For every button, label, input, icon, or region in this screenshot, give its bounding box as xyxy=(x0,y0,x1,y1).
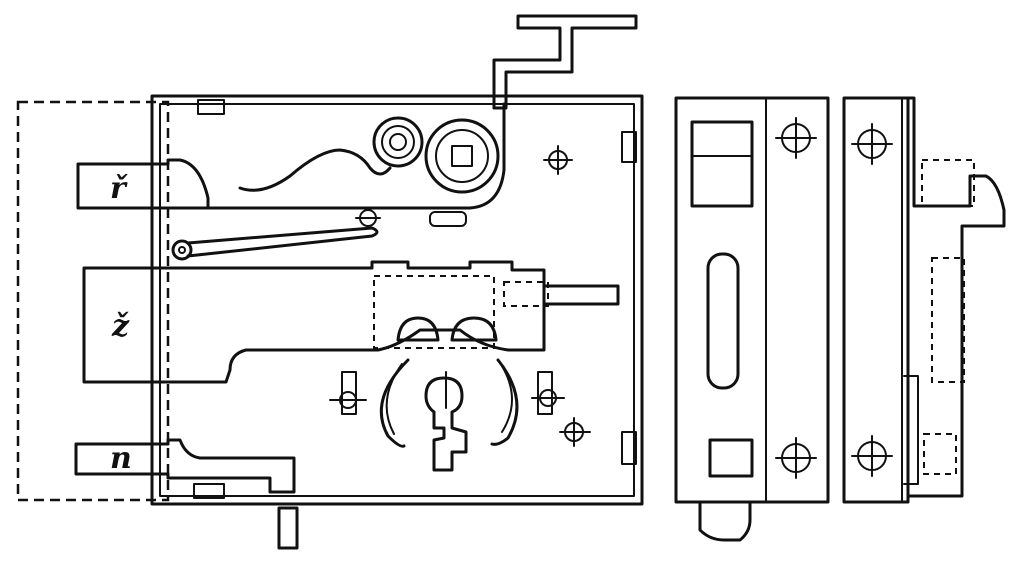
lock-plate-inner xyxy=(159,103,635,497)
upper-latch-bolt xyxy=(76,158,210,210)
lower-bolt xyxy=(74,438,296,494)
pin-right xyxy=(531,371,565,415)
keyhole xyxy=(424,376,468,472)
bolt-slot-dashed xyxy=(373,275,495,349)
edge-bolt-slot xyxy=(706,252,740,390)
dashed-outer-casing xyxy=(16,100,170,502)
label-upper-bolt: ř xyxy=(110,171,128,206)
edge-window-upper xyxy=(690,120,754,208)
edge-view xyxy=(674,96,830,542)
edge-plate xyxy=(674,96,830,504)
lock-plate-outer xyxy=(150,94,644,506)
label-lower-bolt: n xyxy=(110,441,132,476)
lever-pivot xyxy=(171,239,193,261)
pin-upper-right xyxy=(543,145,573,175)
tumbler-right xyxy=(450,316,498,342)
strike-box-dashed-top xyxy=(921,159,975,207)
lever-arm xyxy=(186,226,379,258)
lever-pivot-dot xyxy=(178,246,186,254)
main-lock-view xyxy=(16,14,644,550)
spring-coil-outer xyxy=(372,116,424,168)
right-clip-top xyxy=(621,131,637,163)
pin-left xyxy=(329,371,367,415)
label-middle-bolt: ž xyxy=(111,309,130,344)
ward-arc-right xyxy=(490,358,519,446)
dead-bolt xyxy=(82,260,546,384)
top-lug xyxy=(197,99,225,115)
right-clip-bottom xyxy=(621,431,637,465)
follower-hub-inner xyxy=(435,129,489,183)
strike-plate xyxy=(842,96,910,504)
pin-lever-guide xyxy=(355,209,381,227)
edge-foot xyxy=(698,500,752,542)
edge-screw-top xyxy=(775,117,817,159)
edge-screw-bottom xyxy=(775,437,817,479)
bolt-tail xyxy=(542,284,620,306)
pin-lower-right xyxy=(559,417,591,447)
follower-hub-outer xyxy=(424,118,500,194)
spring-coil-inner xyxy=(389,133,407,151)
strike-box xyxy=(906,96,1006,498)
bolt-tail-dashed xyxy=(503,281,549,307)
small-stop-block xyxy=(429,211,467,227)
ward-arc-left-inner xyxy=(385,363,403,435)
follower-spindle-square xyxy=(451,145,473,167)
tumbler-left xyxy=(396,316,440,342)
ward-arc-right-inner xyxy=(501,365,513,433)
strike-screw-top xyxy=(851,123,893,165)
crank-handle xyxy=(492,14,638,110)
strike-box-dashed-low xyxy=(923,433,957,475)
key-stem xyxy=(277,506,299,550)
spring-wire xyxy=(238,148,392,192)
edge-window-lower xyxy=(708,438,754,478)
bottom-lug xyxy=(193,483,225,499)
strike-box-dashed-mid xyxy=(931,257,965,383)
spring-coil-mid xyxy=(381,125,415,159)
strike-lip xyxy=(903,375,919,485)
upper-latch-guide xyxy=(158,102,506,210)
strike-plate-view xyxy=(842,96,1006,504)
strike-screw-bottom xyxy=(851,435,893,477)
